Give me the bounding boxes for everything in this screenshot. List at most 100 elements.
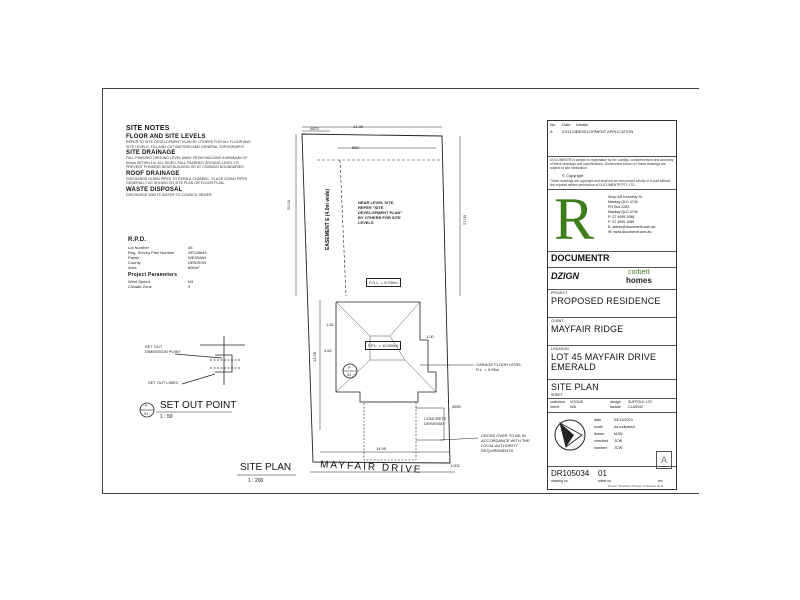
dim-left-lower: 14.09 [312,351,317,362]
sheet-number: 01 [598,469,607,478]
sheet-title: SITE PLAN [551,382,599,392]
site-plan-title: SITE PLAN [240,462,292,473]
rev-col-date: Date [562,122,571,127]
param-key: Wind Speed [128,279,150,284]
fgl-label: F.G.L. = 9.700m [366,278,401,287]
notes-heading: WASTE DISPOSAL [126,186,183,193]
rpd-title: R.P.D. [128,237,147,243]
footer-note: Drawn: Sheridan Windsor Architects 2011 [608,484,664,488]
notes-heading: ROOF DRAINAGE [126,170,180,177]
contact-line: PO Box 2283 [608,205,630,209]
details-row: date 03/11/2010 [594,417,635,424]
brand-corbett: corbett [628,269,650,276]
notes-text: DISCHARGE WASTE WATER TO COUNCIL SEWER. [126,192,213,197]
project-name: PROPOSED RESIDENCE [551,296,661,306]
garage-floor-note: GARAGE FLOOR LEVEL R.L. = 9.95m [476,362,522,372]
location-line-2: EMERALD [551,362,596,372]
revision-box: A [656,451,672,469]
dim-side-c: 1.00 [426,334,434,339]
meta-value: N/A [570,405,576,409]
drawing-number-label: drawing no. [551,479,569,483]
contact-line: W: www.documentr.com.au [608,230,652,234]
meta-value: CLASSIC [628,405,644,409]
dim-side-a: 1.82 [326,322,334,327]
rpd-key: Parish [128,255,140,260]
details-value: 03/11/2010 [614,418,633,422]
meta-key: orient. [550,405,560,409]
north-arrow-icon [554,419,586,451]
rpd-key: Area [128,265,137,270]
setout-tag-letter: P [145,403,148,408]
meta-value: SUFFOLK 170 [628,400,652,404]
details-value: JCW [614,439,623,443]
drawing-number: DR105034 [551,469,590,478]
sheet-label: SHEET [551,393,563,397]
drawing-sheet-frame [102,88,699,494]
details-key: checked [594,439,609,443]
easement-label: EASEMENT E (4.0m wide) [325,188,331,250]
rpd-key: County [128,260,141,265]
crossover-note: CROSS OVER TO BE IN ACCORDANCE WITH THE … [481,433,530,453]
dim-top-left: 4870 [310,126,319,131]
notes-section: ROOF DRAINAGE DISCHARGE DOWN PIPES TO KE… [126,171,254,186]
concrete-driveway-label: CONCRETE DRIVEWAY [424,416,447,426]
rev-col-details: Details [576,122,589,127]
site-notes-sections: FLOOR AND SITE LEVELS REFER TO SITE DEVE… [126,134,254,197]
notes-heading: SITE DRAINAGE [126,150,176,156]
location-line-1: LOT 45 MAYFAIR DRIVE [551,352,657,362]
plan-setout-tag-number: 01 [347,372,352,377]
notes-text: FALL FINISHED GROUND LEVEL AWAY FROM BUI… [126,156,248,169]
notes-heading: FLOOR AND SITE LEVELS [126,134,206,140]
dim-right-lower: 4550 [452,404,461,409]
site-notes-title: SITE NOTES [126,125,170,132]
details-value: JCW [614,446,623,450]
notes-text: REFER TO SITE DEVELOPMENT PLAN BY OTHERS… [126,140,251,149]
notes-section: FLOOR AND SITE LEVELS REFER TO SITE DEVE… [126,134,254,149]
meta-key: collection [550,400,565,404]
site-plan-scale: 1 : 200 [248,478,264,484]
rpd-value: 800m² [188,265,200,270]
contact-line: Mackay QLD 4740 [608,200,638,204]
details-value: As indicated [614,425,635,429]
location-label: LOCATION [551,347,569,351]
ffl-label: F.F.L. = 10.000m [365,341,401,350]
details-key: drawn [594,432,605,436]
documentr-logo-letter: R [554,186,595,252]
details-key: date [594,418,602,422]
setout-tag-number: 01 [144,411,149,416]
rpd-key: Lot Number [128,245,149,250]
plan-setout-tag-letter: P [348,365,351,370]
contact-line: Mackay QLD 4740 [608,210,638,214]
rev-label: rev [658,479,663,483]
brand-dzign: DZIGN [551,271,579,281]
rpd-value: WESWAH [188,255,207,260]
rpd-row: Area 800m² [128,265,207,270]
dim-right-side: 27.00 [462,214,467,225]
setout-dimension-point-label: SET OUT DIMENSION POINT [145,344,182,354]
dim-side-b: 4.62 [324,348,332,353]
project-params-title: Project Parameters [128,272,178,278]
rpd-value: 45 [188,245,193,250]
client-label: CLIENT [551,319,564,323]
dim-top-total: 14.30 [353,124,364,129]
brand-documentr: DOCUMENTR [551,253,610,263]
notes-section: SITE DRAINAGE FALL FINISHED GROUND LEVEL… [126,150,254,170]
details-row: checked JCW [594,438,635,445]
brand-homes: homes [626,276,652,285]
copyright-note-2: These drawings are copyright and shall n… [550,179,671,187]
rpd-row: Parish WESWAH [128,255,207,260]
contact-line: F: 07 4955 1089 [608,220,635,224]
param-value: N3 [188,279,194,284]
copyright-note: DOCUMENTR is subject to registration by … [550,158,674,170]
param-row: Wind Speed N3 [128,279,193,284]
